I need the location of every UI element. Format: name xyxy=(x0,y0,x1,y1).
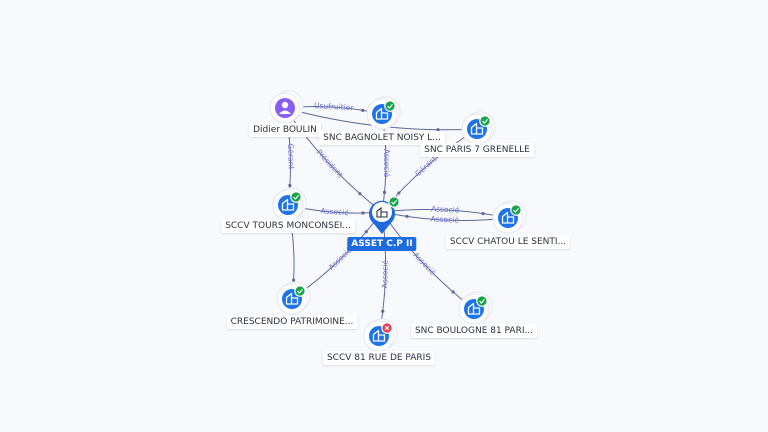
node-bagnolet[interactable] xyxy=(366,96,401,130)
node-boulogne[interactable] xyxy=(458,291,493,325)
check-badge-icon xyxy=(479,115,491,127)
edge-arrow xyxy=(288,183,292,188)
edge-arrow xyxy=(405,214,409,219)
edge-arrow xyxy=(397,191,401,195)
node-label-center[interactable]: ASSET C.P II xyxy=(347,237,417,251)
check-badge-icon xyxy=(388,196,400,208)
edge-label: Associé xyxy=(382,149,391,178)
building-icon xyxy=(376,206,388,218)
edge-arrow xyxy=(364,230,368,234)
edge-arrow xyxy=(361,211,365,215)
node-label-tours[interactable]: SCCV TOURS MONCONSEI... xyxy=(221,219,355,233)
building-icon xyxy=(285,292,299,305)
edge-arrow xyxy=(382,190,387,194)
check-badge-icon xyxy=(510,204,522,216)
node-label-boulogne[interactable]: SNC BOULOGNE 81 PARI... xyxy=(410,324,538,338)
edge-label: Associé xyxy=(430,214,459,224)
building-icon xyxy=(470,122,484,135)
node-chatou[interactable] xyxy=(492,200,527,234)
node-crescendo[interactable] xyxy=(276,281,311,315)
edge-label: Gérant xyxy=(286,143,296,169)
check-badge-icon xyxy=(290,191,302,203)
edge-label: Président xyxy=(314,148,344,180)
check-badge-icon xyxy=(476,295,488,307)
edge-arrow xyxy=(358,192,362,196)
edge-arrow xyxy=(451,290,455,294)
node-label-didier[interactable]: Didier BOULIN xyxy=(249,123,321,137)
edge-arrow xyxy=(436,128,440,132)
edge-arrow xyxy=(292,278,296,282)
edge-label: Usufruitier xyxy=(314,101,355,112)
building-icon xyxy=(372,329,386,342)
node-rue81[interactable] xyxy=(363,318,398,352)
edge-line xyxy=(284,107,383,213)
node-label-bagnolet[interactable]: SNC BAGNOLET NOISY L... xyxy=(319,131,445,145)
edge-label: Gérant xyxy=(413,154,438,178)
person-icon xyxy=(281,101,289,109)
node-tours[interactable] xyxy=(272,187,307,221)
edge-label: Associé xyxy=(320,206,349,217)
node-label-paris7[interactable]: SNC PARIS 7 GRENELLE xyxy=(420,143,534,157)
building-icon xyxy=(375,107,389,120)
check-badge-icon xyxy=(294,285,306,297)
node-label-rue81[interactable]: SCCV 81 RUE DE PARIS xyxy=(322,351,436,365)
node-didier[interactable] xyxy=(269,90,304,124)
edge-label: Associé xyxy=(431,204,460,214)
edge-arrow xyxy=(381,309,385,313)
edge-arrow xyxy=(361,108,365,112)
building-icon xyxy=(501,211,515,224)
node-center[interactable] xyxy=(369,196,400,234)
edge-label: Associé xyxy=(380,259,390,288)
node-paris7[interactable] xyxy=(461,111,496,145)
building-icon xyxy=(281,198,295,211)
edge-arrow xyxy=(481,211,485,216)
check-badge-icon xyxy=(384,100,396,112)
edge-label: Associé xyxy=(411,250,437,277)
building-icon xyxy=(467,302,481,315)
node-label-crescendo[interactable]: CRESCENDO PATRIMOINE... xyxy=(226,315,358,329)
node-label-chatou[interactable]: SCCV CHATOU LE SENTI... xyxy=(445,235,571,249)
